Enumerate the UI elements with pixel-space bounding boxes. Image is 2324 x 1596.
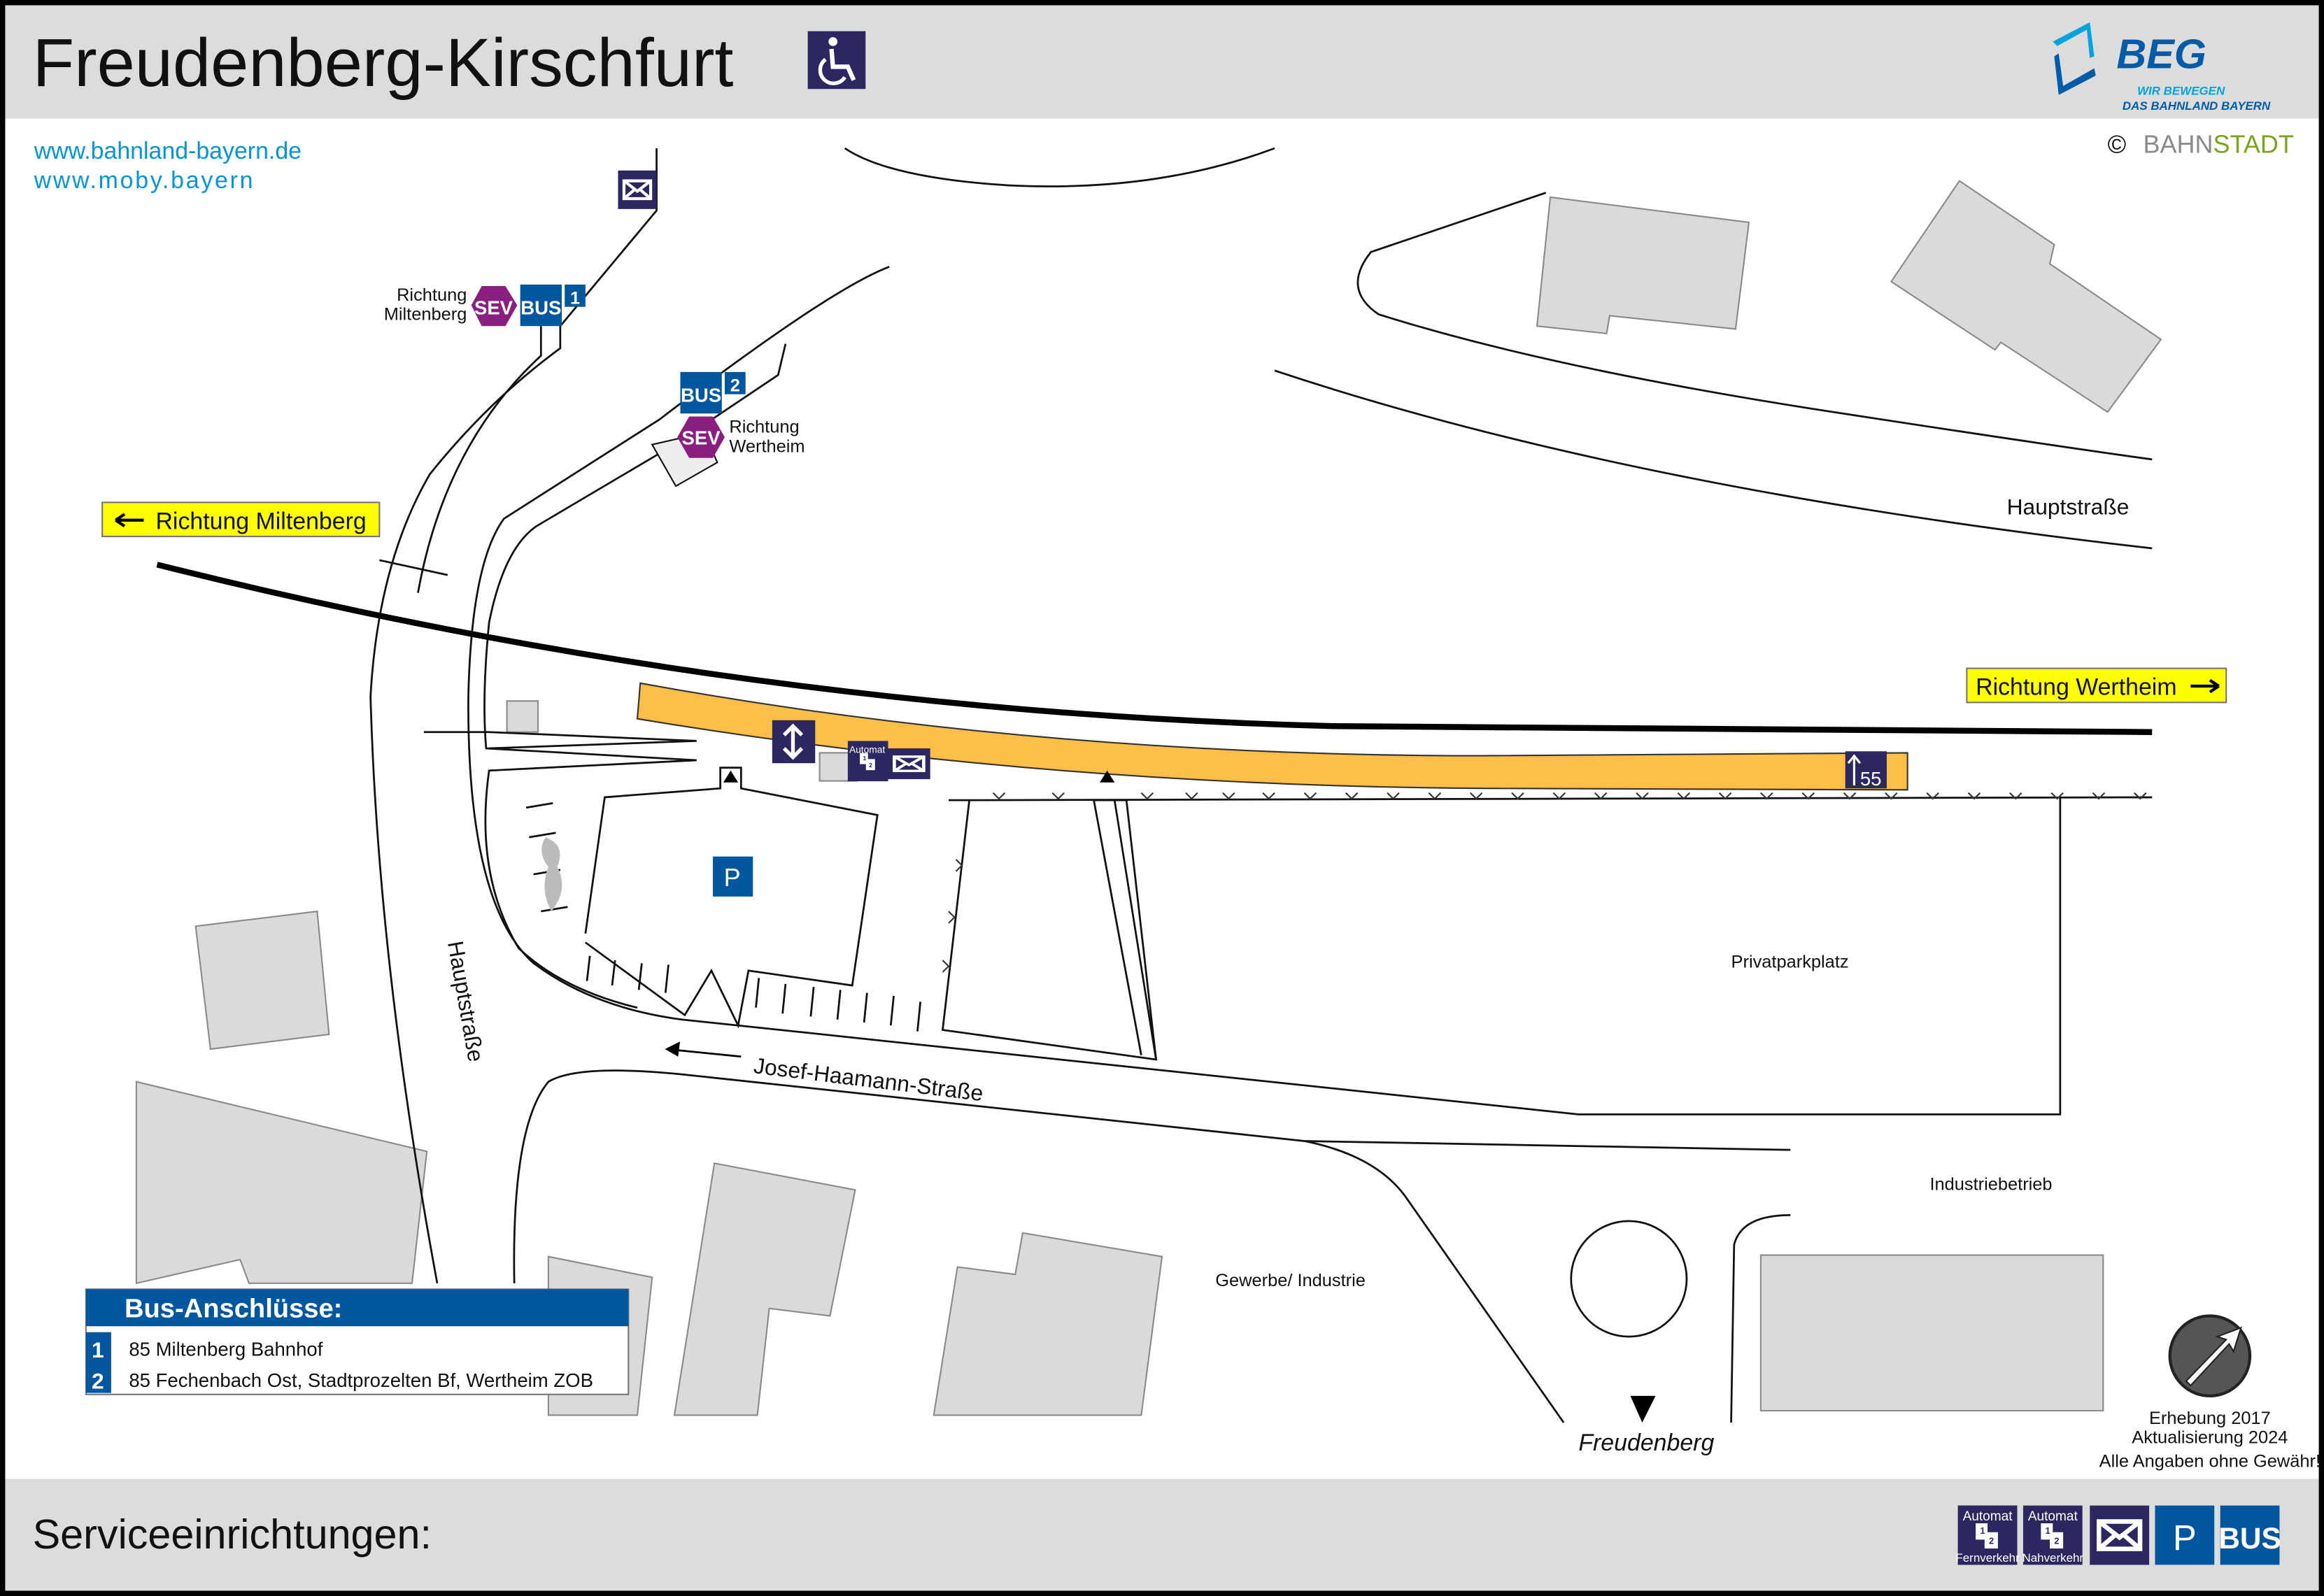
parking-sign: P [713,856,753,897]
tree-icon [541,837,562,912]
railway-track [156,562,2153,735]
svg-text:P: P [2173,1518,2197,1558]
disclaimer: Alle Angaben ohne Gewähr! [2099,1452,2321,1472]
svg-text:Richtung: Richtung [397,285,467,305]
bus-connections-panel: Bus-Anschlüsse: 1 85 Miltenberg Bahnhof … [85,1288,630,1395]
bus-stop-2: BUS 2 SEV Richtung Wertheim [677,371,805,458]
beg-logo: BEG WIR BEWEGEN DAS BAHNLAND BAYERN [2053,22,2271,113]
ticket-machine-icon: Automat [847,741,888,782]
svg-text:85 Miltenberg Bahnhof: 85 Miltenberg Bahnhof [129,1339,323,1360]
svg-text:©: © [2108,129,2127,158]
svg-text:Automat: Automat [849,744,885,755]
label-gewerbe: Gewerbe/ Industrie [1215,1271,1366,1290]
platform-fence [942,792,2147,973]
svg-text:P: P [724,863,741,892]
survey-update: Aktualisierung 2024 [2132,1428,2288,1448]
direction-freudenberg: Freudenberg [1578,1430,1714,1456]
direction-wertheim: Richtung Wertheim [1966,667,2227,704]
mailbox-icon [618,171,656,209]
svg-text:SEV: SEV [474,297,513,318]
svg-text:SEV: SEV [682,427,721,449]
bus-service-icon: BUS [2218,1505,2281,1565]
footer-band [4,1479,2320,1592]
svg-text:BUS: BUS [681,384,721,406]
svg-text:Automat: Automat [2028,1509,2078,1524]
platform-length-sign: 55 [1845,751,1887,790]
north-compass-icon [2168,1314,2252,1397]
svg-text:DAS BAHNLAND BAYERN: DAS BAHNLAND BAYERN [2123,99,2271,113]
svg-text:2: 2 [92,1368,104,1393]
bus-stop-1: Richtung Miltenberg SEV BUS 1 [384,284,586,327]
wheelchair-icon [807,31,866,90]
elevator-icon [772,720,816,764]
header-band [4,4,2320,119]
direction-miltenberg: Richtung Miltenberg [101,501,381,538]
label-industriebetrieb: Industriebetrieb [1929,1174,2052,1194]
svg-text:Richtung Miltenberg: Richtung Miltenberg [155,508,366,534]
link-moby[interactable]: www.moby.bayern [34,167,255,194]
svg-text:1: 1 [570,288,580,308]
platform-mailbox-icon [888,748,930,779]
svg-text:2: 2 [730,376,740,395]
svg-text:85 Fechenbach Ost, Stadtprozel: 85 Fechenbach Ost, Stadtprozelten Bf, We… [129,1369,593,1391]
svg-text:BAHNSTADT: BAHNSTADT [2144,129,2294,158]
street-hauptstrasse-top: Hauptstraße [2007,494,2130,519]
footer-title: Serviceeinrichtungen: [33,1511,432,1558]
station-title: Freudenberg-Kirschfurt [33,24,734,101]
ticket-machine-long-distance-icon: Automat Fernverkehr [1955,1505,2020,1565]
svg-text:Wertheim: Wertheim [729,436,805,456]
label-privatparkplatz: Privatparkplatz [1731,953,1849,972]
svg-text:Richtung: Richtung [729,418,799,437]
link-bahnland[interactable]: www.bahnland-bayern.de [34,138,302,164]
parking-service-icon: P [2155,1505,2215,1565]
bahnstadt-copyright: © BAHNSTADT [2108,129,2294,158]
svg-text:BUS: BUS [520,297,561,318]
svg-text:Automat: Automat [1963,1509,2013,1524]
mailbox-service-icon [2090,1506,2149,1565]
svg-text:Fernverkehr: Fernverkehr [1955,1551,2020,1565]
svg-text:Bus-Anschlüsse:: Bus-Anschlüsse: [125,1294,342,1324]
svg-text:BUS: BUS [2218,1522,2281,1555]
survey-year: Erhebung 2017 [2149,1409,2271,1428]
svg-text:55: 55 [1860,768,1882,790]
roads [369,147,2153,1423]
svg-text:BEG: BEG [2116,31,2206,78]
svg-text:1: 1 [92,1337,104,1362]
parking-stalls [525,802,922,1032]
freudenberg-arrow-icon [1630,1395,1656,1423]
svg-text:Miltenberg: Miltenberg [384,305,467,325]
svg-text:Nahverkehr: Nahverkehr [2022,1551,2084,1565]
svg-text:WIR BEWEGEN: WIR BEWEGEN [2137,85,2225,98]
ticket-machine-regional-icon: Automat Nahverkehr [2022,1505,2084,1565]
svg-text:Richtung Wertheim: Richtung Wertheim [1976,674,2176,701]
